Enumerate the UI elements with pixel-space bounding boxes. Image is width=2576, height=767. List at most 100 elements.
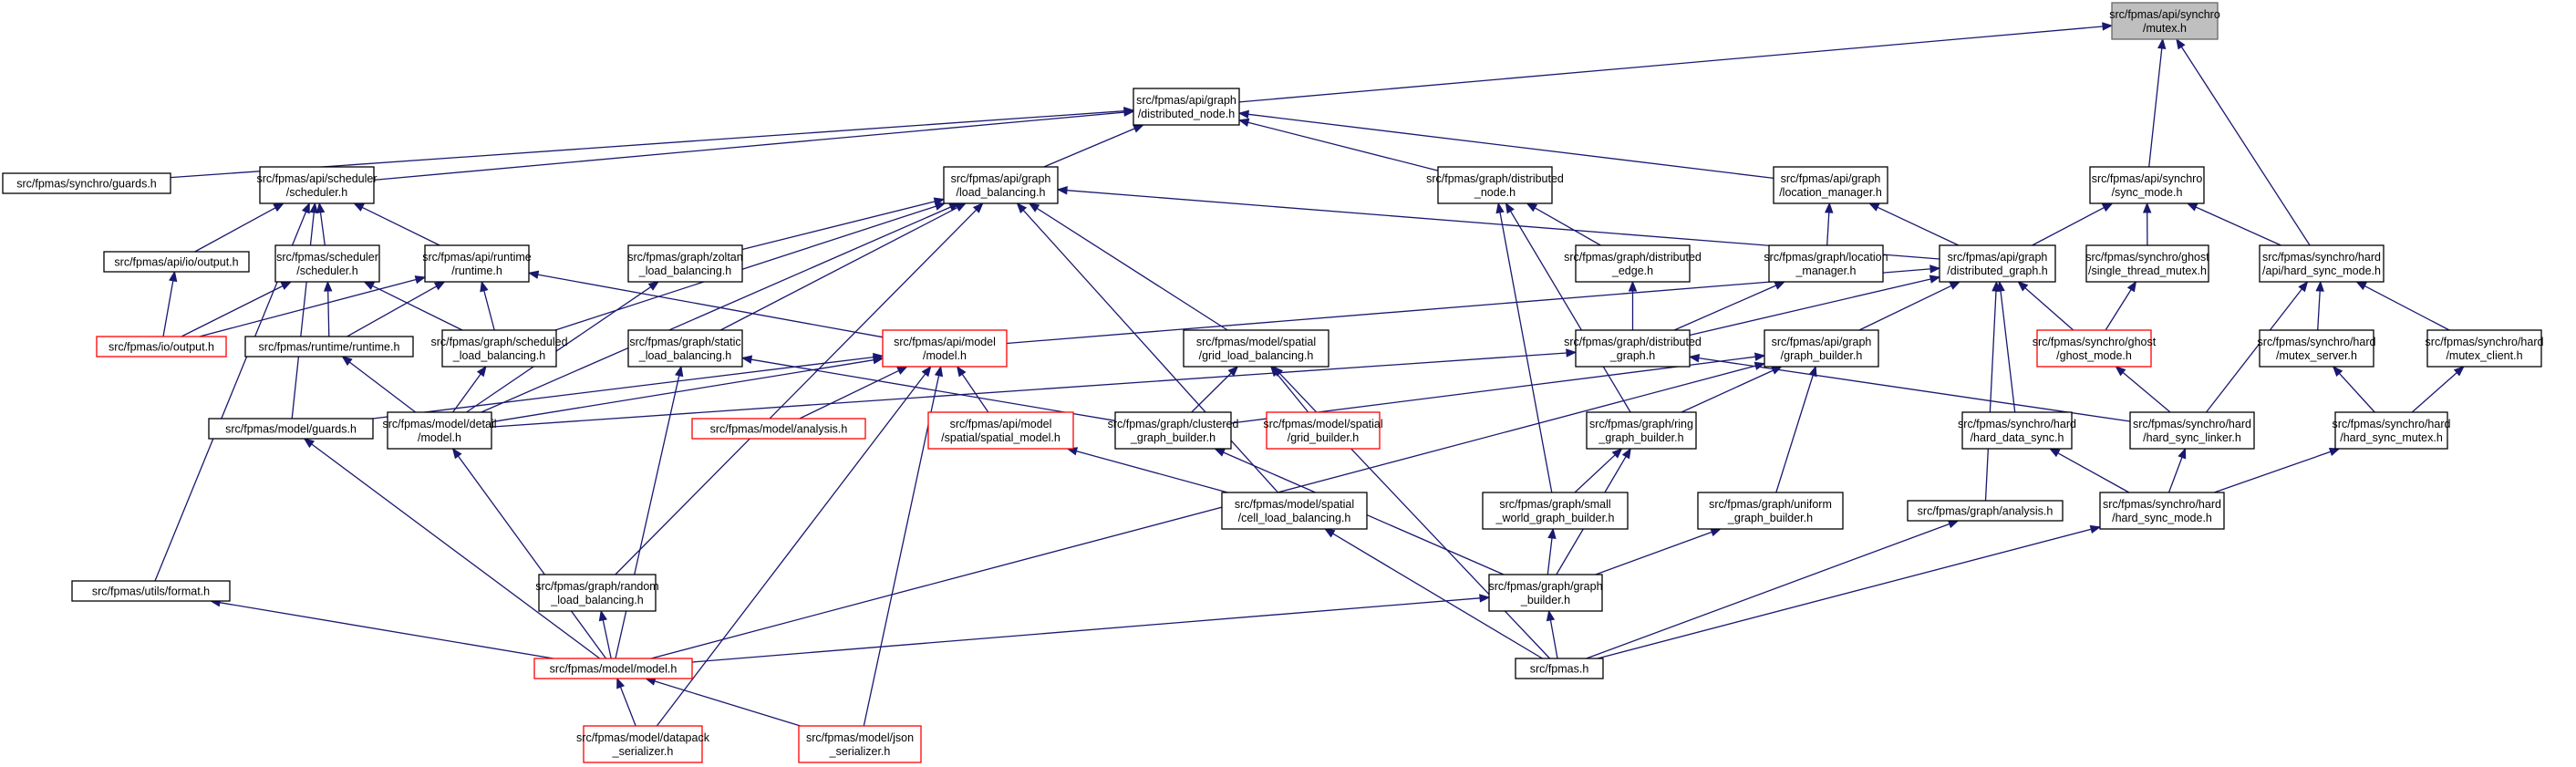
file-node-hds[interactable]: src/fpmas/synchro/hard/hard_data_sync.h <box>1958 411 2076 450</box>
node-label: /mutex_client.h <box>2446 349 2522 362</box>
node-label: _load_balancing.h <box>452 349 546 362</box>
node-label: src/fpmas/graph/clustered <box>1108 418 1239 430</box>
arrowhead <box>1056 186 1068 195</box>
node-label: /distributed_graph.h <box>1947 264 2048 277</box>
file-node-ring[interactable]: src/fpmas/graph/ring_graph_builder.h <box>1586 411 1697 450</box>
file-node-uniform[interactable]: src/fpmas/graph/uniform_graph_builder.h <box>1697 492 1844 530</box>
include-edge <box>316 202 326 246</box>
file-node-gbuilder[interactable]: src/fpmas/graph/graph_builder.h <box>1488 574 1603 612</box>
file-node-grid-b[interactable]: src/fpmas/model/spatial/grid_builder.h <box>1263 411 1383 450</box>
node-box <box>2259 329 2374 368</box>
file-node-slb[interactable]: src/fpmas/graph/scheduled_load_balancing… <box>430 329 568 368</box>
file-node-hsl[interactable]: src/fpmas/synchro/hard/hard_sync_linker.… <box>2129 411 2255 450</box>
file-node-gb-api[interactable]: src/fpmas/api/graph/graph_builder.h <box>1764 329 1879 368</box>
node-box <box>882 329 1008 368</box>
file-node-gdnode[interactable]: src/fpmas/graph/distributed_node.h <box>1426 166 1564 204</box>
arrowhead <box>414 275 427 285</box>
node-box <box>1488 574 1603 612</box>
file-node-hsm-api[interactable]: src/fpmas/synchro/hard/api/hard_sync_mod… <box>2259 244 2385 283</box>
include-edge <box>1775 365 1817 493</box>
node-label: src/fpmas/synchro/hard <box>2333 418 2451 430</box>
arrowhead <box>1949 281 1961 290</box>
file-node-stm[interactable]: src/fpmas/synchro/ghost/single_thread_mu… <box>2085 244 2209 283</box>
file-node-hsmode[interactable]: src/fpmas/synchro/hard/hard_sync_mode.h <box>2099 492 2225 530</box>
node-box <box>2129 411 2255 450</box>
node-label: src/fpmas/model/spatial <box>1196 336 1316 348</box>
file-node-dgraph[interactable]: src/fpmas/graph/distributed_graph.h <box>1564 329 1702 368</box>
node-label: src/fpmas/graph/analysis.h <box>1918 505 2054 518</box>
file-node-hsmx[interactable]: src/fpmas/synchro/hard/hard_sync_mutex.h <box>2333 411 2451 450</box>
arrowhead <box>1947 520 1960 529</box>
file-node-syncmode-api[interactable]: src/fpmas/api/synchro/sync_mode.h <box>2089 166 2205 204</box>
node-box <box>943 166 1059 204</box>
node-label: _node.h <box>1474 186 1516 199</box>
include-edge <box>1238 22 2114 103</box>
file-node-datapack[interactable]: src/fpmas/model/datapack_serializer.h <box>576 725 710 763</box>
file-node-fpmas[interactable]: src/fpmas.h <box>1515 658 1604 679</box>
file-node-sched-api[interactable]: src/fpmas/api/scheduler/scheduler.h <box>256 166 378 204</box>
include-edge <box>199 275 427 337</box>
node-label: src/fpmas/synchro/hard <box>2426 336 2544 348</box>
file-node-lb-api[interactable]: src/fpmas/api/graph/load_balancing.h <box>943 166 1059 204</box>
include-edge <box>615 202 984 575</box>
file-node-dnode[interactable]: src/fpmas/api/graph/distributed_node.h <box>1133 88 1240 126</box>
file-node-runtime-api[interactable]: src/fpmas/api/runtime/runtime.h <box>422 244 532 283</box>
node-box <box>208 418 374 440</box>
include-edge <box>2142 202 2152 246</box>
file-node-io[interactable]: src/fpmas/io/output.h <box>96 336 227 358</box>
node-label: src/fpmas/model/guards.h <box>225 423 357 436</box>
file-node-runtime[interactable]: src/fpmas/runtime/runtime.h <box>244 336 414 358</box>
file-node-mserver[interactable]: src/fpmas/synchro/hard/mutex_server.h <box>2258 329 2376 368</box>
file-node-mdetail[interactable]: src/fpmas/model/detail/model.h <box>382 411 497 450</box>
file-node-grid-lb[interactable]: src/fpmas/model/spatial/grid_load_balanc… <box>1183 329 1329 368</box>
file-node-sched[interactable]: src/fpmas/scheduler/scheduler.h <box>274 244 380 283</box>
arrowhead <box>169 270 178 283</box>
file-node-locman[interactable]: src/fpmas/graph/location_manager.h <box>1764 244 1888 283</box>
node-box <box>583 725 703 763</box>
file-node-format[interactable]: src/fpmas/utils/format.h <box>71 580 231 602</box>
file-node-ghost[interactable]: src/fpmas/synchro/ghost/ghost_mode.h <box>2033 329 2157 368</box>
file-node-model[interactable]: src/fpmas/model/model.h <box>533 658 693 679</box>
file-node-model-api[interactable]: src/fpmas/api/model/model.h <box>882 329 1008 368</box>
include-edge <box>452 365 487 413</box>
file-node-ganalysis[interactable]: src/fpmas/graph/analysis.h <box>1907 500 2064 522</box>
node-label: src/fpmas/runtime/runtime.h <box>259 341 400 354</box>
file-node-small-world[interactable]: src/fpmas/graph/small_world_graph_builde… <box>1482 492 1629 530</box>
file-node-guards-s[interactable]: src/fpmas/synchro/guards.h <box>2 172 171 194</box>
file-node-analysis-m[interactable]: src/fpmas/model/analysis.h <box>691 418 866 440</box>
file-node-dgraph-api[interactable]: src/fpmas/api/graph/distributed_graph.h <box>1939 244 2056 283</box>
node-label: /location_manager.h <box>1779 186 1882 199</box>
include-edge <box>2411 366 2465 413</box>
node-label: src/fpmas/synchro/guards.h <box>16 178 157 191</box>
file-node-mclient[interactable]: src/fpmas/synchro/hard/mutex_client.h <box>2426 329 2544 368</box>
node-box <box>1133 88 1240 126</box>
node-label: src/fpmas/graph/ring <box>1589 418 1693 430</box>
node-label: _manager.h <box>1795 264 1856 277</box>
include-edge <box>341 356 417 413</box>
file-node-root[interactable]: src/fpmas/api/synchro/mutex.h <box>2109 2 2220 40</box>
include-edge <box>1505 202 1631 413</box>
node-label: _edge.h <box>1611 264 1653 277</box>
arrowhead <box>527 270 540 279</box>
node-label: src/fpmas/synchro/hard <box>2258 336 2376 348</box>
node-label: /runtime.h <box>451 264 502 277</box>
node-label: src/fpmas/graph/location <box>1764 251 1888 264</box>
file-node-mguards[interactable]: src/fpmas/model/guards.h <box>208 418 374 440</box>
node-label: src/fpmas/graph/zoltan <box>627 251 742 264</box>
file-node-random-lb[interactable]: src/fpmas/graph/random_load_balancing.h <box>535 574 659 612</box>
file-node-dedge[interactable]: src/fpmas/graph/distributed_edge.h <box>1564 244 1702 283</box>
file-node-static-lb[interactable]: src/fpmas/graph/static_load_balancing.h <box>627 329 743 368</box>
arrowhead <box>1214 448 1226 457</box>
file-node-clustered[interactable]: src/fpmas/graph/clustered_graph_builder.… <box>1108 411 1239 450</box>
include-edge <box>1984 280 2001 502</box>
file-node-io-api[interactable]: src/fpmas/api/io/output.h <box>103 251 250 273</box>
file-node-locman-api[interactable]: src/fpmas/api/graph/location_manager.h <box>1773 166 1888 204</box>
file-node-json[interactable]: src/fpmas/model/json_serializer.h <box>798 725 922 763</box>
node-label: _load_balancing.h <box>638 264 732 277</box>
file-node-zoltan[interactable]: src/fpmas/graph/zoltan_load_balancing.h <box>627 244 743 283</box>
arrowhead <box>1808 365 1817 378</box>
node-box <box>1183 329 1329 368</box>
file-node-cell-lb[interactable]: src/fpmas/model/spatial/cell_load_balanc… <box>1221 492 1368 530</box>
arrowhead <box>1754 352 1766 361</box>
file-node-spatial-api[interactable]: src/fpmas/api/model/spatial/spatial_mode… <box>927 411 1074 450</box>
